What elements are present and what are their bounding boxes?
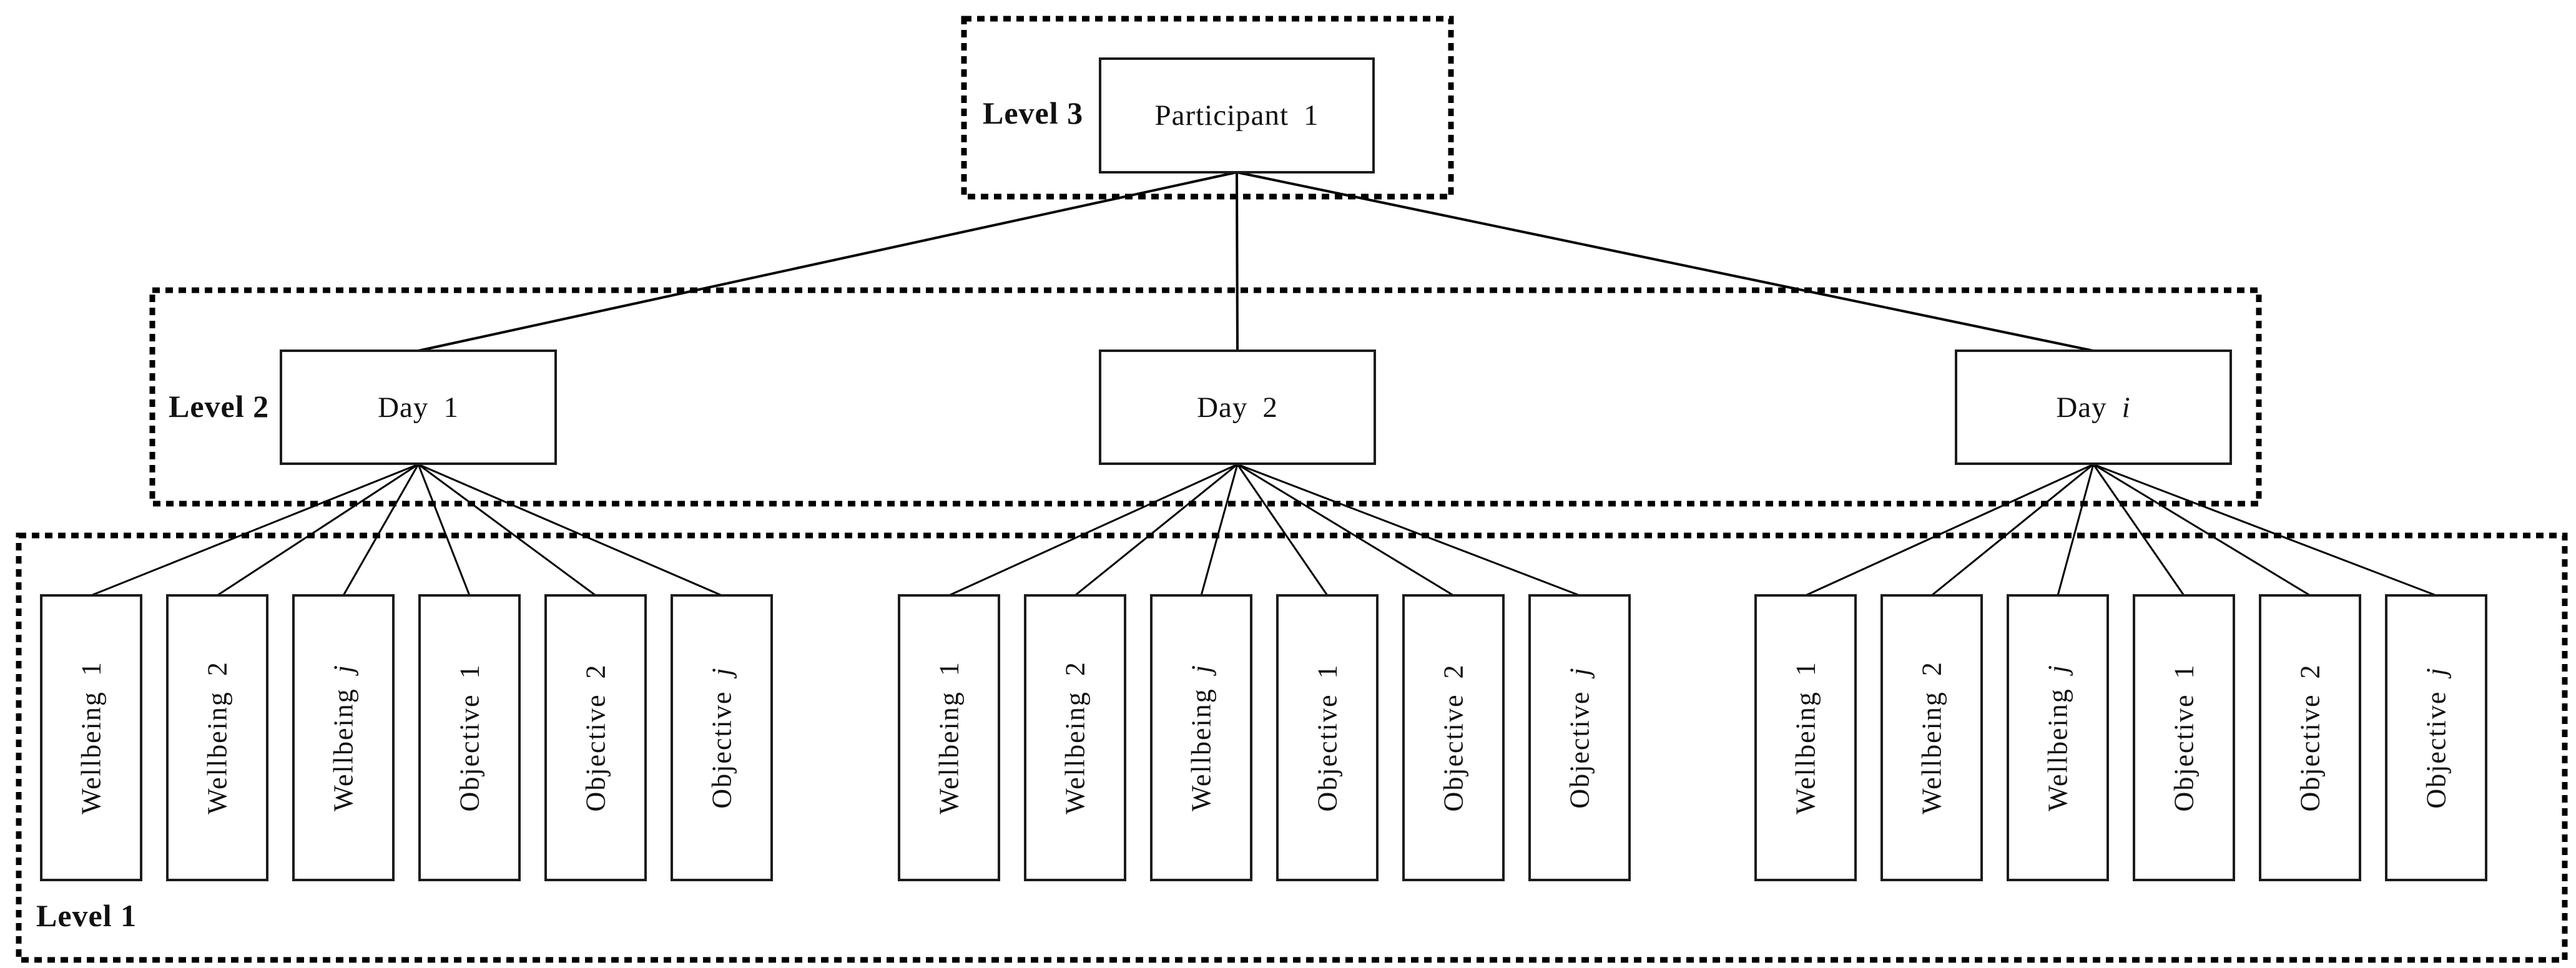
node-index: 1 [1312, 663, 1343, 679]
level1-node-box: Wellbeing j [292, 594, 395, 881]
node-index: 2 [202, 661, 233, 677]
dayi-index: i [2121, 391, 2131, 424]
level1-node-box: Objective 1 [1276, 594, 1379, 881]
node-word: Wellbeing [1186, 688, 1217, 811]
node-index: 1 [454, 663, 485, 679]
dayi-to-node-line [1805, 463, 2094, 597]
node-index: j [706, 667, 737, 676]
level1-group-day2: Wellbeing 1 Wellbeing 2 Wellbeing j Objecti… [898, 594, 1631, 881]
level1-label: Level 1 [36, 898, 137, 933]
node-index: 1 [1790, 661, 1821, 677]
node-word: Objective [1312, 693, 1343, 812]
day1-to-node-line [91, 463, 419, 597]
level1-node-box: Objective j [671, 594, 773, 881]
day2-index: 2 [1262, 391, 1278, 424]
node-word: Objective [454, 693, 485, 812]
node-word: Wellbeing [1916, 691, 1947, 814]
node-word: Objective [706, 690, 737, 809]
level1-node-box: Objective j [2385, 594, 2487, 881]
level1-group-dayi: Wellbeing 1 Wellbeing 2 Wellbeing j Objecti… [1754, 594, 2487, 881]
node-word: Wellbeing [328, 688, 359, 811]
level1-node-box: Objective 1 [2133, 594, 2235, 881]
node-index: 2 [2294, 663, 2326, 679]
level1-node-box: Wellbeing j [1150, 594, 1252, 881]
node-index: 2 [1438, 663, 1469, 679]
node-index: j [1186, 664, 1217, 673]
node-word: Objective [2168, 693, 2200, 812]
node-word: Wellbeing [202, 691, 233, 814]
node-word: Objective [2294, 693, 2326, 812]
day2-to-node-line [948, 463, 1238, 597]
node-word: Wellbeing [1790, 691, 1821, 814]
node-index: 2 [1059, 661, 1091, 677]
node-word: Wellbeing [2042, 688, 2073, 811]
node-index: 2 [580, 663, 611, 679]
day2-to-node-line [1074, 463, 1238, 597]
day2-to-node-line [1237, 463, 1454, 597]
node-index: 1 [76, 661, 107, 677]
dayi-to-node-line [2093, 463, 2437, 597]
dayi-to-node-line [2092, 464, 2185, 596]
day1-box: Day 1 [280, 350, 557, 465]
level1-node-box: Objective 2 [2259, 594, 2361, 881]
day2-to-node-line [1236, 464, 1329, 596]
participant-index: 1 [1304, 99, 1319, 132]
level1-node-box: Wellbeing 2 [166, 594, 268, 881]
dayi-word: Day [2056, 391, 2107, 424]
node-index: 1 [2168, 663, 2200, 679]
node-index: j [1564, 667, 1595, 676]
day1-to-node-line [342, 464, 420, 596]
day1-to-node-line [418, 463, 722, 597]
day1-to-node-line [417, 464, 471, 596]
day2-to-node-line [1237, 463, 1580, 597]
dayi-to-node-line [2093, 463, 2311, 597]
level1-node-box: Wellbeing 2 [1880, 594, 1983, 881]
participant-word: Participant [1154, 99, 1289, 132]
participant-box: Participant 1 [1099, 57, 1375, 174]
day1-word: Day [378, 391, 429, 424]
node-word: Objective [2421, 690, 2452, 809]
node-index: 1 [933, 661, 965, 677]
level1-node-box: Wellbeing 2 [1024, 594, 1126, 881]
node-word: Wellbeing [933, 691, 965, 814]
node-word: Objective [1564, 690, 1595, 809]
level1-group-day1: Wellbeing 1 Wellbeing 2 Wellbeing j Objecti… [40, 594, 773, 881]
node-word: Objective [1438, 693, 1469, 812]
level1-node-box: Wellbeing 1 [1754, 594, 1857, 881]
level1-node-box: Objective 2 [1402, 594, 1505, 881]
level1-node-box: Wellbeing 1 [40, 594, 142, 881]
participant-to-day1-line [418, 171, 1237, 352]
day1-to-node-line [418, 463, 596, 597]
level1-node-box: Objective 2 [544, 594, 647, 881]
dayi-to-node-line [2057, 464, 2095, 596]
participant-to-dayi-line [1236, 171, 2094, 352]
node-word: Wellbeing [1059, 691, 1091, 814]
node-index: j [2042, 664, 2073, 673]
level1-frame [16, 532, 2568, 963]
dayi-to-node-line [1931, 463, 2094, 597]
day2-box: Day 2 [1099, 350, 1376, 465]
level1-node-box: Objective 1 [418, 594, 521, 881]
level2-label: Level 2 [169, 389, 270, 424]
level3-label: Level 3 [983, 95, 1084, 130]
dayi-box: Day i [1955, 350, 2232, 465]
level1-node-box: Objective j [1528, 594, 1631, 881]
level1-node-box: Wellbeing 1 [898, 594, 1000, 881]
day1-to-node-line [217, 463, 419, 597]
node-index: j [328, 664, 359, 673]
day2-to-node-line [1200, 464, 1239, 596]
day2-word: Day [1197, 391, 1248, 424]
day1-index: 1 [443, 391, 459, 424]
node-word: Wellbeing [76, 691, 107, 814]
level3-frame [961, 16, 1454, 200]
level1-node-box: Wellbeing j [2007, 594, 2109, 881]
node-index: j [2421, 667, 2452, 676]
node-index: 2 [1916, 661, 1947, 677]
level2-frame [149, 287, 2262, 507]
node-word: Objective [580, 693, 611, 812]
